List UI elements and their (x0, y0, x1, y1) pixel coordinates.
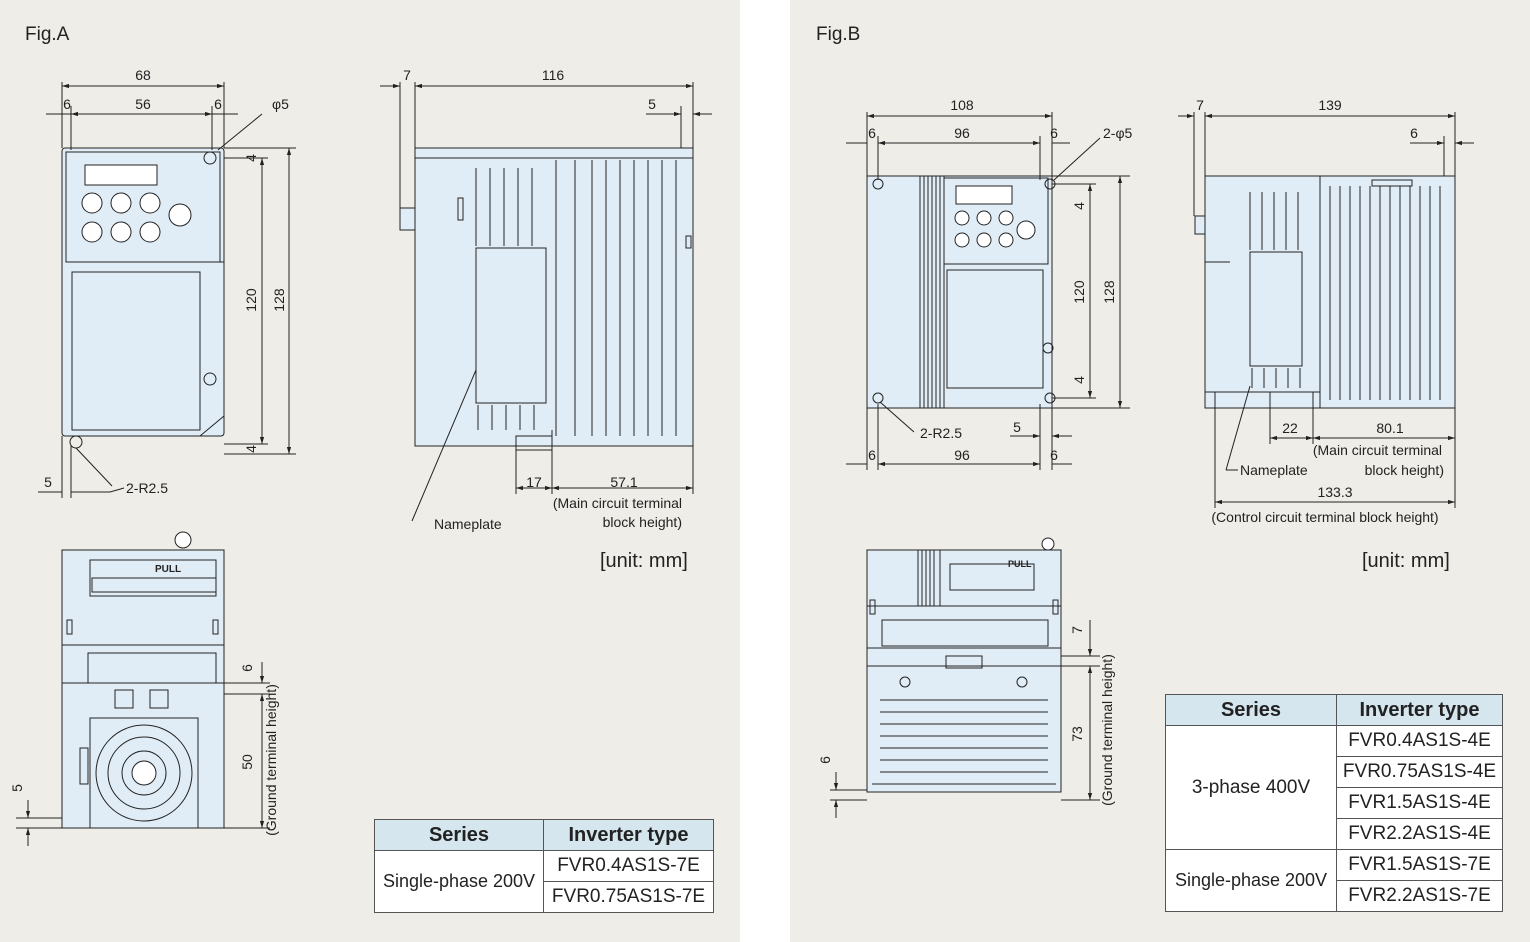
figure-b-label: Fig.B (816, 24, 861, 45)
figure-b-panel: Fig.B (790, 0, 1530, 942)
figure-a-panel: Fig.A (0, 0, 740, 942)
main-circuit-note-line1: (Main circuit terminal (553, 495, 682, 511)
main-circuit-note-line2: block height) (1365, 462, 1444, 478)
dim-128: 128 (271, 288, 287, 312)
table-cell-type: FVR0.4AS1S-7E (543, 850, 714, 882)
dim-96-bottom: 96 (954, 447, 970, 463)
dim-6-bottom-view: 6 (817, 756, 833, 764)
figure-a-drawing: 68 6 56 6 φ5 4 120 128 4 5 2-R2.5 7 116 … (9, 67, 712, 846)
dim-2-r2-5: 2-R2.5 (920, 425, 962, 441)
pull-label: PULL (1008, 559, 1032, 569)
main-circuit-note-line2: block height) (603, 514, 682, 530)
dim-2-phi5: 2-φ5 (1103, 125, 1133, 141)
nameplate-label: Nameplate (434, 516, 502, 532)
dim-4-top: 4 (243, 154, 259, 162)
dim-6-side: 6 (1410, 125, 1418, 141)
unit-label-b: [unit: mm] (1362, 550, 1450, 572)
table-cell-type: FVR0.4AS1S-4E (1336, 725, 1503, 757)
table-header-series: Series (374, 819, 544, 851)
dim-56: 56 (135, 96, 151, 112)
figure-b-drawing: 108 6 96 6 2-φ5 4 120 128 4 2-R2.5 5 6 9… (817, 97, 1474, 818)
dim-4-bottom: 4 (243, 445, 259, 453)
ground-terminal-note: (Ground terminal height) (1099, 654, 1115, 806)
dim-6-right: 6 (1050, 125, 1058, 141)
table-header-series: Series (1165, 694, 1337, 726)
dim-80-1: 80.1 (1376, 420, 1403, 436)
dim-22: 22 (1282, 420, 1298, 436)
dim-4-top: 4 (1071, 202, 1087, 210)
dim-6-bottom-view: 6 (239, 664, 255, 672)
dim-96: 96 (954, 125, 970, 141)
bottom-view-b (866, 537, 1062, 793)
figure-a-label: Fig.A (25, 24, 70, 45)
dim-120: 120 (243, 288, 259, 312)
side-view-b (1194, 175, 1456, 409)
nameplate-label: Nameplate (1240, 462, 1308, 478)
table-cell-type: FVR0.75AS1S-7E (543, 881, 714, 913)
spec-table-a: Series Inverter type Single-phase 200V F… (374, 819, 714, 913)
dim-7: 7 (1196, 97, 1204, 113)
main-circuit-note-line1: (Main circuit terminal (1313, 442, 1442, 458)
dim-108: 108 (950, 97, 974, 113)
dim-7: 7 (403, 67, 411, 83)
side-view-a (399, 147, 694, 451)
dim-17: 17 (526, 474, 542, 490)
table-cell-type: FVR1.5AS1S-7E (1336, 849, 1503, 881)
dim-phi5: φ5 (272, 96, 289, 112)
front-view-b (866, 175, 1056, 409)
dim-128: 128 (1101, 280, 1117, 304)
dim-5: 5 (1013, 419, 1021, 435)
dim-133-3: 133.3 (1317, 484, 1352, 500)
pull-label: PULL (155, 564, 181, 575)
control-circuit-note: (Control circuit terminal block height) (1211, 509, 1438, 525)
table-cell-type: FVR2.2AS1S-7E (1336, 880, 1503, 912)
table-cell-type: FVR0.75AS1S-4E (1336, 756, 1503, 788)
table-cell-series: 3-phase 400V (1165, 725, 1337, 850)
table-cell-type: FVR1.5AS1S-4E (1336, 787, 1503, 819)
dim-6-bottom-left: 6 (868, 447, 876, 463)
dim-6-right: 6 (214, 96, 222, 112)
dim-139: 139 (1318, 97, 1342, 113)
table-cell-series: Single-phase 200V (1165, 849, 1337, 912)
dim-116: 116 (542, 67, 565, 83)
dim-73: 73 (1069, 726, 1085, 742)
dim-7-bottom-view: 7 (1069, 626, 1085, 634)
dim-5-bottom-view: 5 (9, 784, 25, 792)
dim-4-bottom: 4 (1071, 376, 1087, 384)
dim-68: 68 (135, 67, 151, 83)
dim-6-left: 6 (63, 96, 71, 112)
dim-5: 5 (44, 474, 52, 490)
dim-120: 120 (1071, 280, 1087, 304)
table-cell-type: FVR2.2AS1S-4E (1336, 818, 1503, 850)
dim-50: 50 (239, 754, 255, 770)
dim-2-r2-5: 2-R2.5 (126, 480, 168, 496)
bottom-view-a (61, 531, 225, 829)
table-header-inverter-type: Inverter type (543, 819, 714, 851)
dim-6-left: 6 (868, 125, 876, 141)
spec-table-b: Series Inverter type 3-phase 400V FVR0.4… (1165, 694, 1503, 912)
unit-label-a: [unit: mm] (600, 550, 688, 572)
front-view-a (61, 147, 225, 449)
dim-57-1: 57.1 (610, 474, 637, 490)
table-header-inverter-type: Inverter type (1336, 694, 1503, 726)
table-cell-series: Single-phase 200V (374, 850, 544, 913)
ground-terminal-note: (Ground terminal height) (263, 684, 279, 836)
dim-6-bottom-right: 6 (1050, 447, 1058, 463)
dim-5-side: 5 (648, 96, 656, 112)
